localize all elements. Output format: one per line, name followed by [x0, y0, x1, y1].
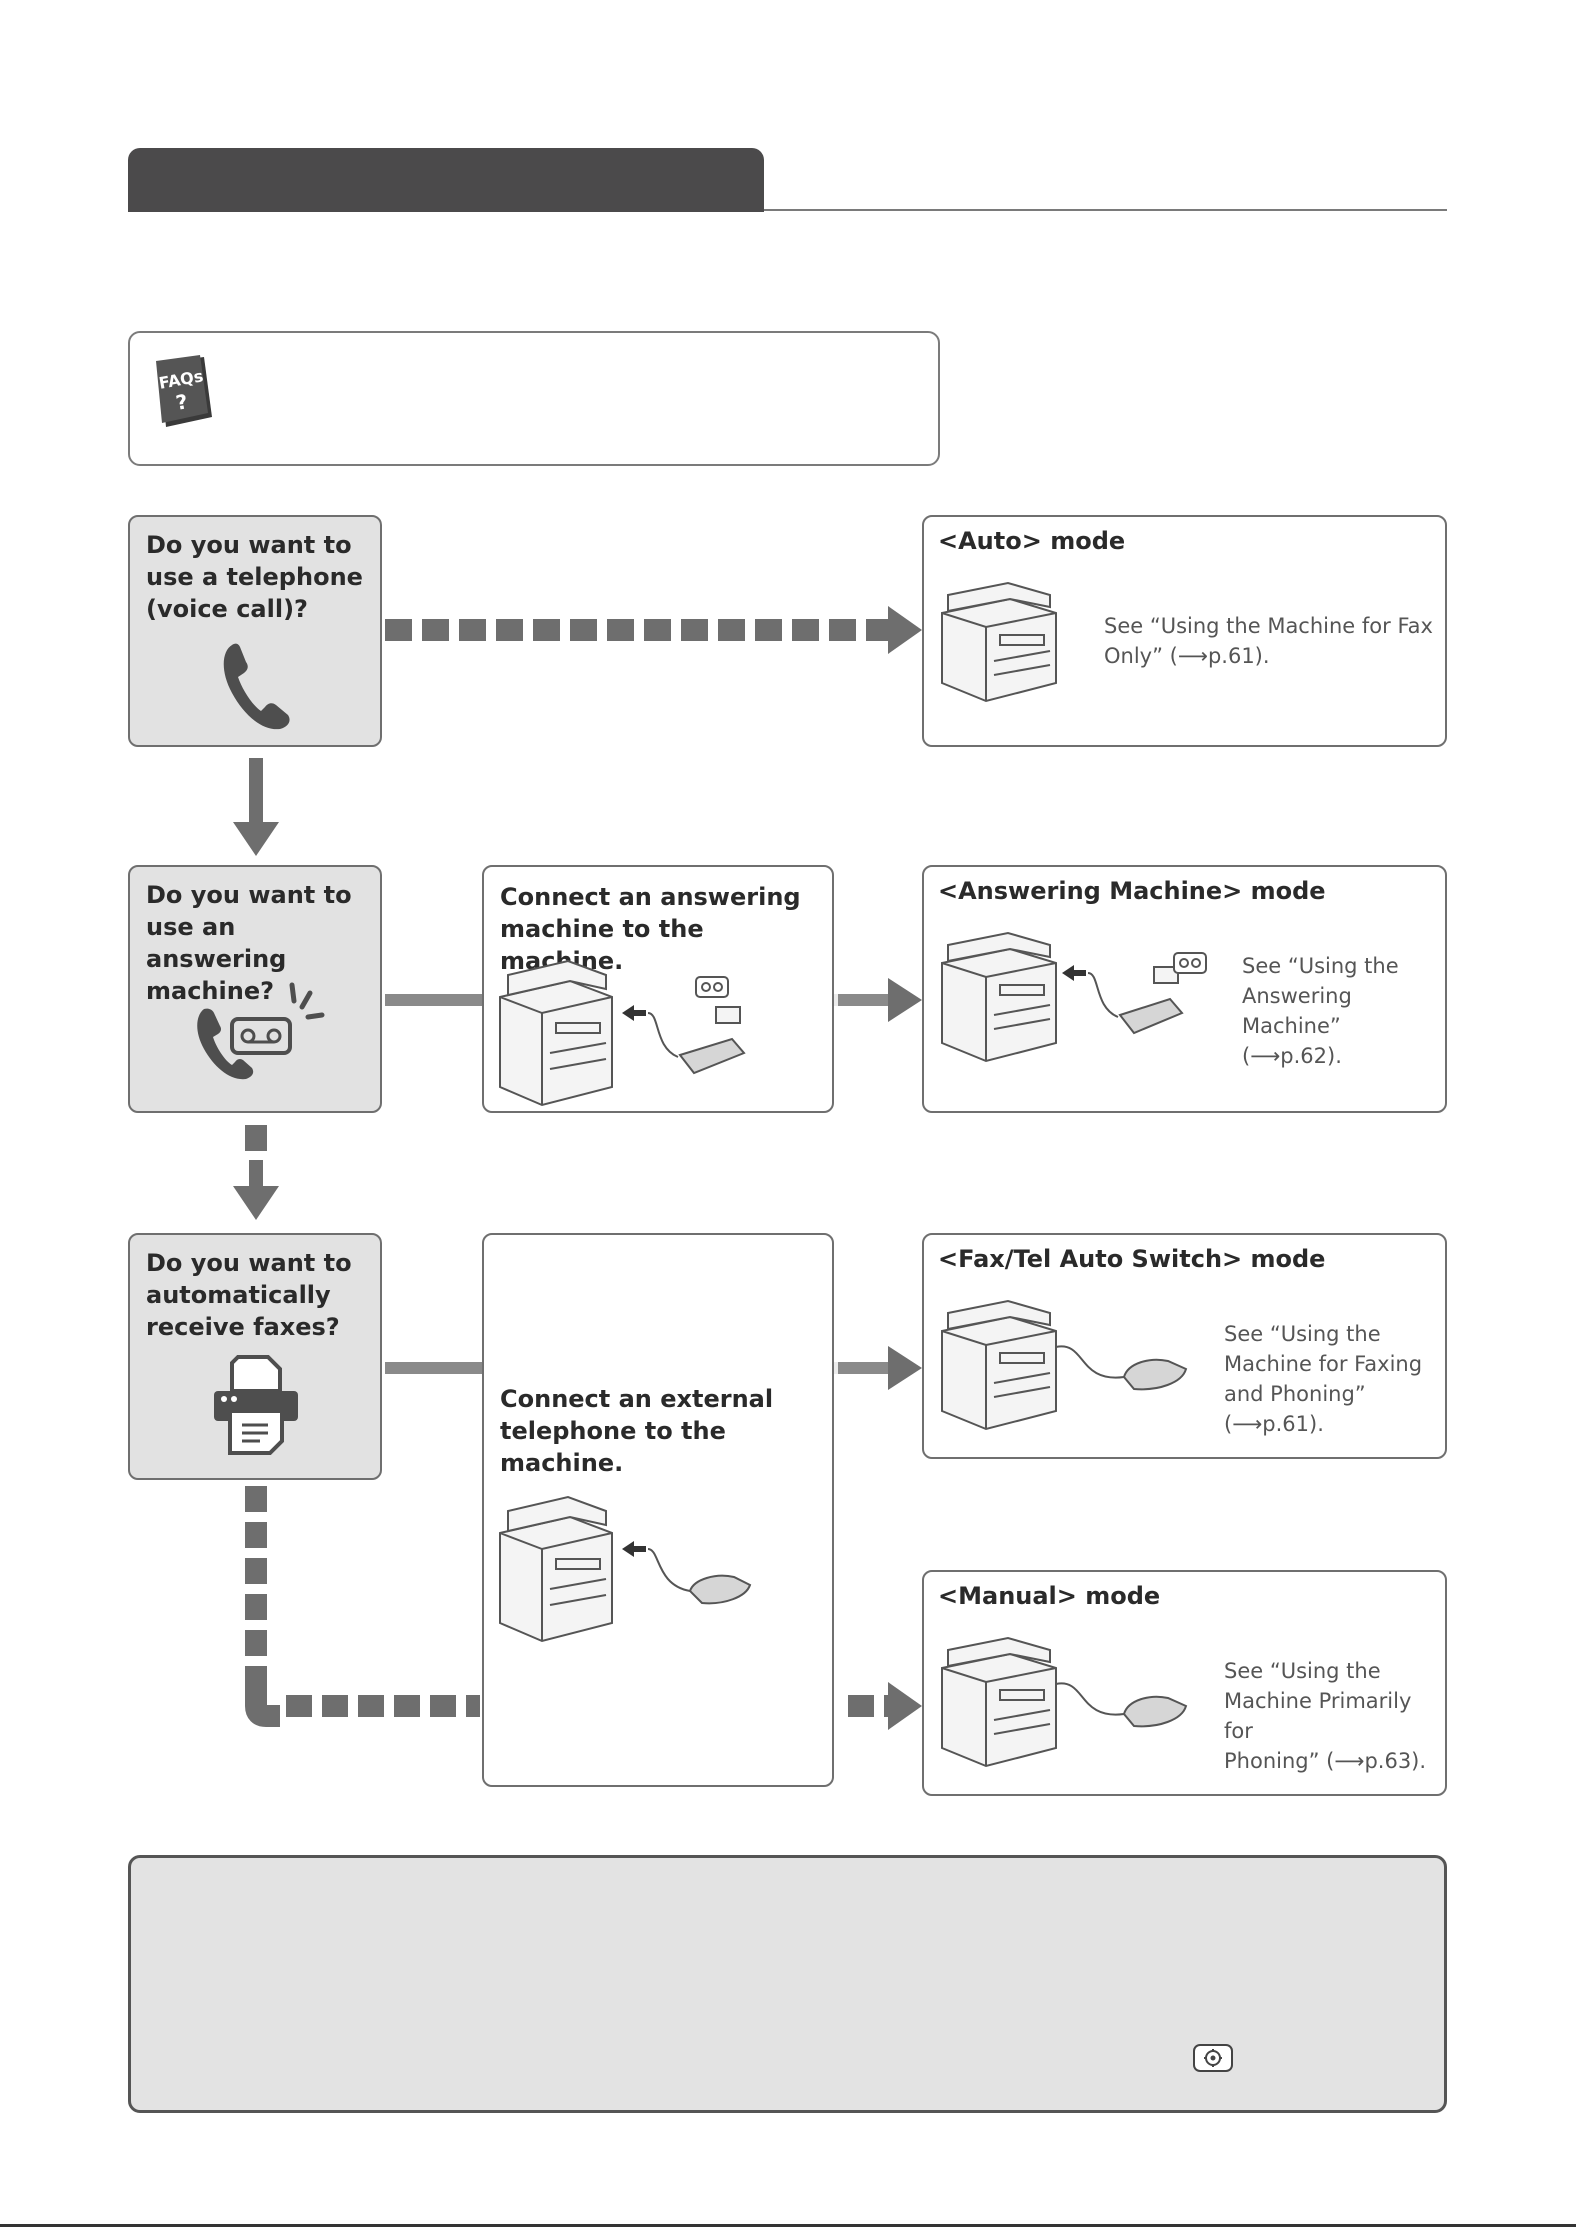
mode-auto-box: <Auto> mode See “Using the Machine for F… — [922, 515, 1447, 747]
faq-icon: FAQs ? — [152, 355, 214, 433]
connect-answering-title: Connect an answering machine to the mach… — [500, 883, 801, 975]
printer-with-telephone-icon — [938, 1297, 1208, 1439]
mode-answering-desc: See “Using the Answering Machine” (⟶p.62… — [1242, 954, 1399, 1068]
header-rule — [764, 209, 1447, 211]
printer-with-answering-phone-icon — [494, 957, 824, 1107]
mode-answering-title: <Answering Machine> mode — [938, 877, 1326, 905]
telephone-handset-icon — [218, 635, 298, 735]
down-arrow-2 — [233, 1125, 279, 1220]
mode-faxtel-title: <Fax/Tel Auto Switch> mode — [938, 1245, 1326, 1273]
question-faxes-text: Do you want to automatically receive fax… — [146, 1249, 352, 1341]
mode-auto-title: <Auto> mode — [938, 527, 1126, 555]
question-answering: Do you want to use an answering machine? — [128, 865, 382, 1113]
faq-badge-mark: ? — [174, 389, 190, 415]
answering-machine-icon — [190, 979, 330, 1089]
mode-answering-box: <Answering Machine> mode See “Using the … — [922, 865, 1447, 1113]
mode-manual-box: <Manual> mode See “Using the Machine Pri… — [922, 1570, 1447, 1796]
section-header-tab — [128, 148, 764, 212]
mode-faxtel-box: <Fax/Tel Auto Switch> mode See “Using th… — [922, 1233, 1447, 1459]
fax-printer-icon — [210, 1353, 302, 1459]
printer-icon — [938, 579, 1062, 703]
question-faxes: Do you want to automatically receive fax… — [128, 1233, 382, 1480]
question-answering-text: Do you want to use an answering machine? — [146, 881, 352, 1005]
connect-answering-box: Connect an answering machine to the mach… — [482, 865, 834, 1113]
question-telephone: Do you want to use a telephone (voice ca… — [128, 515, 382, 747]
bottom-rule — [0, 2224, 1576, 2227]
down-arrow-1 — [233, 758, 279, 856]
faq-box: FAQs ? — [128, 331, 940, 466]
printer-with-answering-phone-icon — [938, 929, 1228, 1079]
connect-telephone-title: Connect an external telephone to the mac… — [500, 1385, 774, 1477]
note-box — [128, 1855, 1447, 2113]
printer-with-telephone-icon — [938, 1634, 1208, 1776]
mode-manual-title: <Manual> mode — [938, 1582, 1161, 1610]
dashed-arrow-auto — [385, 606, 922, 654]
question-telephone-text: Do you want to use a telephone (voice ca… — [146, 531, 363, 623]
printer-with-telephone-icon — [494, 1493, 794, 1643]
mode-manual-desc: See “Using the Machine Primarily for Pho… — [1224, 1659, 1427, 1773]
connect-telephone-box: Connect an external telephone to the mac… — [482, 1233, 834, 1787]
mode-faxtel-desc: See “Using the Machine for Faxing and Ph… — [1224, 1322, 1423, 1436]
settings-key-icon — [1193, 2044, 1233, 2072]
mode-auto-desc: See “Using the Machine for Fax Only” (⟶p… — [1104, 614, 1433, 668]
